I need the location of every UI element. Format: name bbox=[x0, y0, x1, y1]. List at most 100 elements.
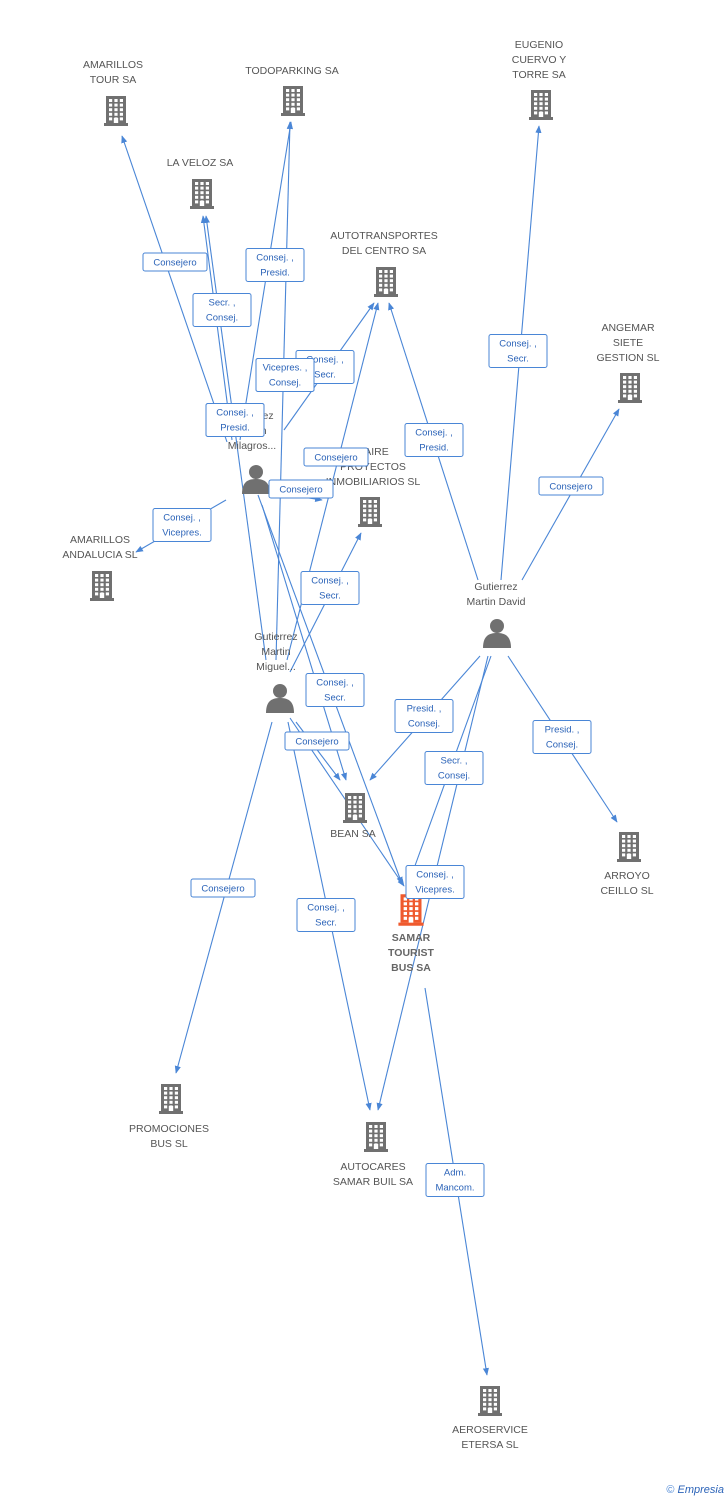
node-label: Milagros... bbox=[228, 440, 276, 452]
person-icon bbox=[483, 619, 511, 648]
edge-role-label[interactable]: Secr. ,Consej. bbox=[192, 293, 252, 327]
node-label: INMOBILIARIOS SL bbox=[326, 476, 421, 488]
edge-role-label[interactable]: Consejero bbox=[142, 252, 208, 272]
edge-milagros-to-amarillos-tour bbox=[121, 135, 228, 443]
building-icon bbox=[343, 793, 367, 823]
edge-role-text: Mancom. bbox=[435, 1183, 474, 1194]
edge-role-text: Consej. , bbox=[307, 903, 345, 914]
node-label: AUTOCARES bbox=[340, 1161, 405, 1173]
brand-footer[interactable]: ©Empresia bbox=[666, 1484, 724, 1496]
edge-role-label[interactable]: Consejero bbox=[268, 479, 334, 499]
node-label: DEL CENTRO SA bbox=[342, 245, 426, 257]
node-label: PROMOCIONES bbox=[129, 1123, 209, 1135]
edge-role-text: Consejero bbox=[279, 485, 322, 496]
edge-role-text: Consej. , bbox=[499, 339, 537, 350]
edge-role-text: Consej. bbox=[438, 771, 470, 782]
edge-role-label[interactable]: Consejero bbox=[190, 878, 256, 898]
edge-role-text: Presid. bbox=[419, 443, 449, 454]
node-label: BEAN SA bbox=[330, 828, 376, 840]
edge-role-label[interactable]: Consej. , Vicepres. bbox=[152, 508, 212, 542]
node-label: ARROYO bbox=[604, 870, 650, 882]
edge-role-label[interactable]: Consej. ,Secr. bbox=[296, 898, 356, 932]
node-label: ANDALUCIA SL bbox=[62, 549, 137, 561]
building-icon bbox=[159, 1084, 183, 1114]
node-label: BUS SL bbox=[150, 1138, 188, 1150]
edge-role-label[interactable]: Presid. ,Consej. bbox=[394, 699, 454, 733]
edge-role-text: Presid. , bbox=[545, 725, 580, 736]
edge-role-text: Consejero bbox=[549, 482, 592, 493]
node-label: AMARILLOS bbox=[70, 534, 130, 546]
edge-role-label[interactable]: Consej. ,Presid. bbox=[205, 403, 265, 437]
node-label: TORRE SA bbox=[512, 69, 565, 81]
node-label: BUS SA bbox=[391, 962, 431, 974]
building-icon bbox=[104, 96, 128, 126]
edge-role-label[interactable]: Consejero bbox=[303, 447, 369, 467]
edge-role-text: Consej. bbox=[269, 378, 301, 389]
edge-role-text: Consej. , bbox=[163, 513, 201, 524]
copyright-icon: © bbox=[666, 1484, 675, 1496]
node-label: ANGEMAR bbox=[601, 322, 655, 334]
edge-role-label[interactable]: Consejero bbox=[284, 731, 350, 751]
node-samar[interactable]: SAMAR TOURIST BUS SA bbox=[388, 894, 435, 974]
building-icon bbox=[190, 179, 214, 209]
brand-logo: Empresia bbox=[677, 1484, 724, 1496]
building-icon bbox=[617, 832, 641, 862]
person-icon bbox=[242, 465, 270, 494]
edge-role-label[interactable]: Presid. ,Consej. bbox=[532, 720, 592, 754]
building-icon bbox=[529, 90, 553, 120]
edge-role-text: Secr. bbox=[319, 591, 341, 602]
edge-role-text: Presid. bbox=[260, 268, 290, 279]
node-label: TOURIST bbox=[388, 947, 434, 959]
node-label: SAMAR bbox=[392, 932, 431, 944]
node-la-veloz[interactable]: LA VELOZ SA bbox=[167, 157, 234, 209]
edge-role-label[interactable]: Consejero bbox=[538, 476, 604, 496]
building-icon bbox=[90, 571, 114, 601]
edge-role-label[interactable]: Consej. ,Vicepres. bbox=[405, 865, 465, 899]
edge-role-label[interactable]: Consej. , Presid. bbox=[245, 248, 305, 282]
edge-role-text: Vicepres. bbox=[415, 885, 454, 896]
building-icon bbox=[281, 86, 305, 116]
building-icon bbox=[478, 1386, 502, 1416]
edge-role-text: Consej. , bbox=[256, 253, 294, 264]
building-icon bbox=[364, 1122, 388, 1152]
edge-role-text: Consejero bbox=[295, 737, 338, 748]
edge-role-text: Consej. , bbox=[316, 678, 354, 689]
edge-role-label[interactable]: Consej. ,Secr. bbox=[300, 571, 360, 605]
edge-role-label[interactable]: Consej. , Secr. bbox=[305, 673, 365, 707]
edge-role-label[interactable]: Consej. ,Presid. bbox=[404, 423, 464, 457]
node-bean[interactable]: BEAN SA bbox=[330, 793, 376, 840]
node-label: Martin bbox=[261, 646, 290, 658]
node-label: EUGENIO bbox=[515, 39, 563, 51]
edge-role-label[interactable]: Adm. Mancom. bbox=[425, 1163, 485, 1197]
node-todoparking[interactable]: TODOPARKING SA bbox=[245, 65, 339, 116]
node-label: Martin David bbox=[467, 596, 526, 608]
node-label: SIETE bbox=[613, 337, 643, 349]
node-label: LA VELOZ SA bbox=[167, 157, 234, 169]
building-icon bbox=[358, 497, 382, 527]
person-icon bbox=[266, 684, 294, 713]
edge-role-text: Presid. bbox=[220, 423, 250, 434]
edge-role-text: Vicepres. , bbox=[263, 363, 308, 374]
edge-role-text: Vicepres. bbox=[162, 528, 201, 539]
node-promociones[interactable]: PROMOCIONES BUS SL bbox=[129, 1084, 209, 1150]
node-label: Gutierrez bbox=[474, 581, 517, 593]
node-miguel[interactable]: GutierrezMartinMiguel... bbox=[254, 631, 298, 713]
edge-role-label[interactable]: Secr. ,Consej. bbox=[424, 751, 484, 785]
edge-role-label[interactable]: Consej. ,Secr. bbox=[488, 334, 548, 368]
edge-role-text: Secr. bbox=[324, 693, 346, 704]
edge-role-text: Consejero bbox=[201, 884, 244, 895]
node-label: TODOPARKING SA bbox=[245, 65, 339, 77]
edge-role-text: Adm. bbox=[444, 1168, 466, 1179]
building-icon bbox=[618, 373, 642, 403]
node-amarillos-andalucia[interactable]: AMARILLOS ANDALUCIA SL bbox=[62, 534, 138, 601]
edge-role-label[interactable]: Vicepres. , Consej. bbox=[255, 358, 315, 392]
